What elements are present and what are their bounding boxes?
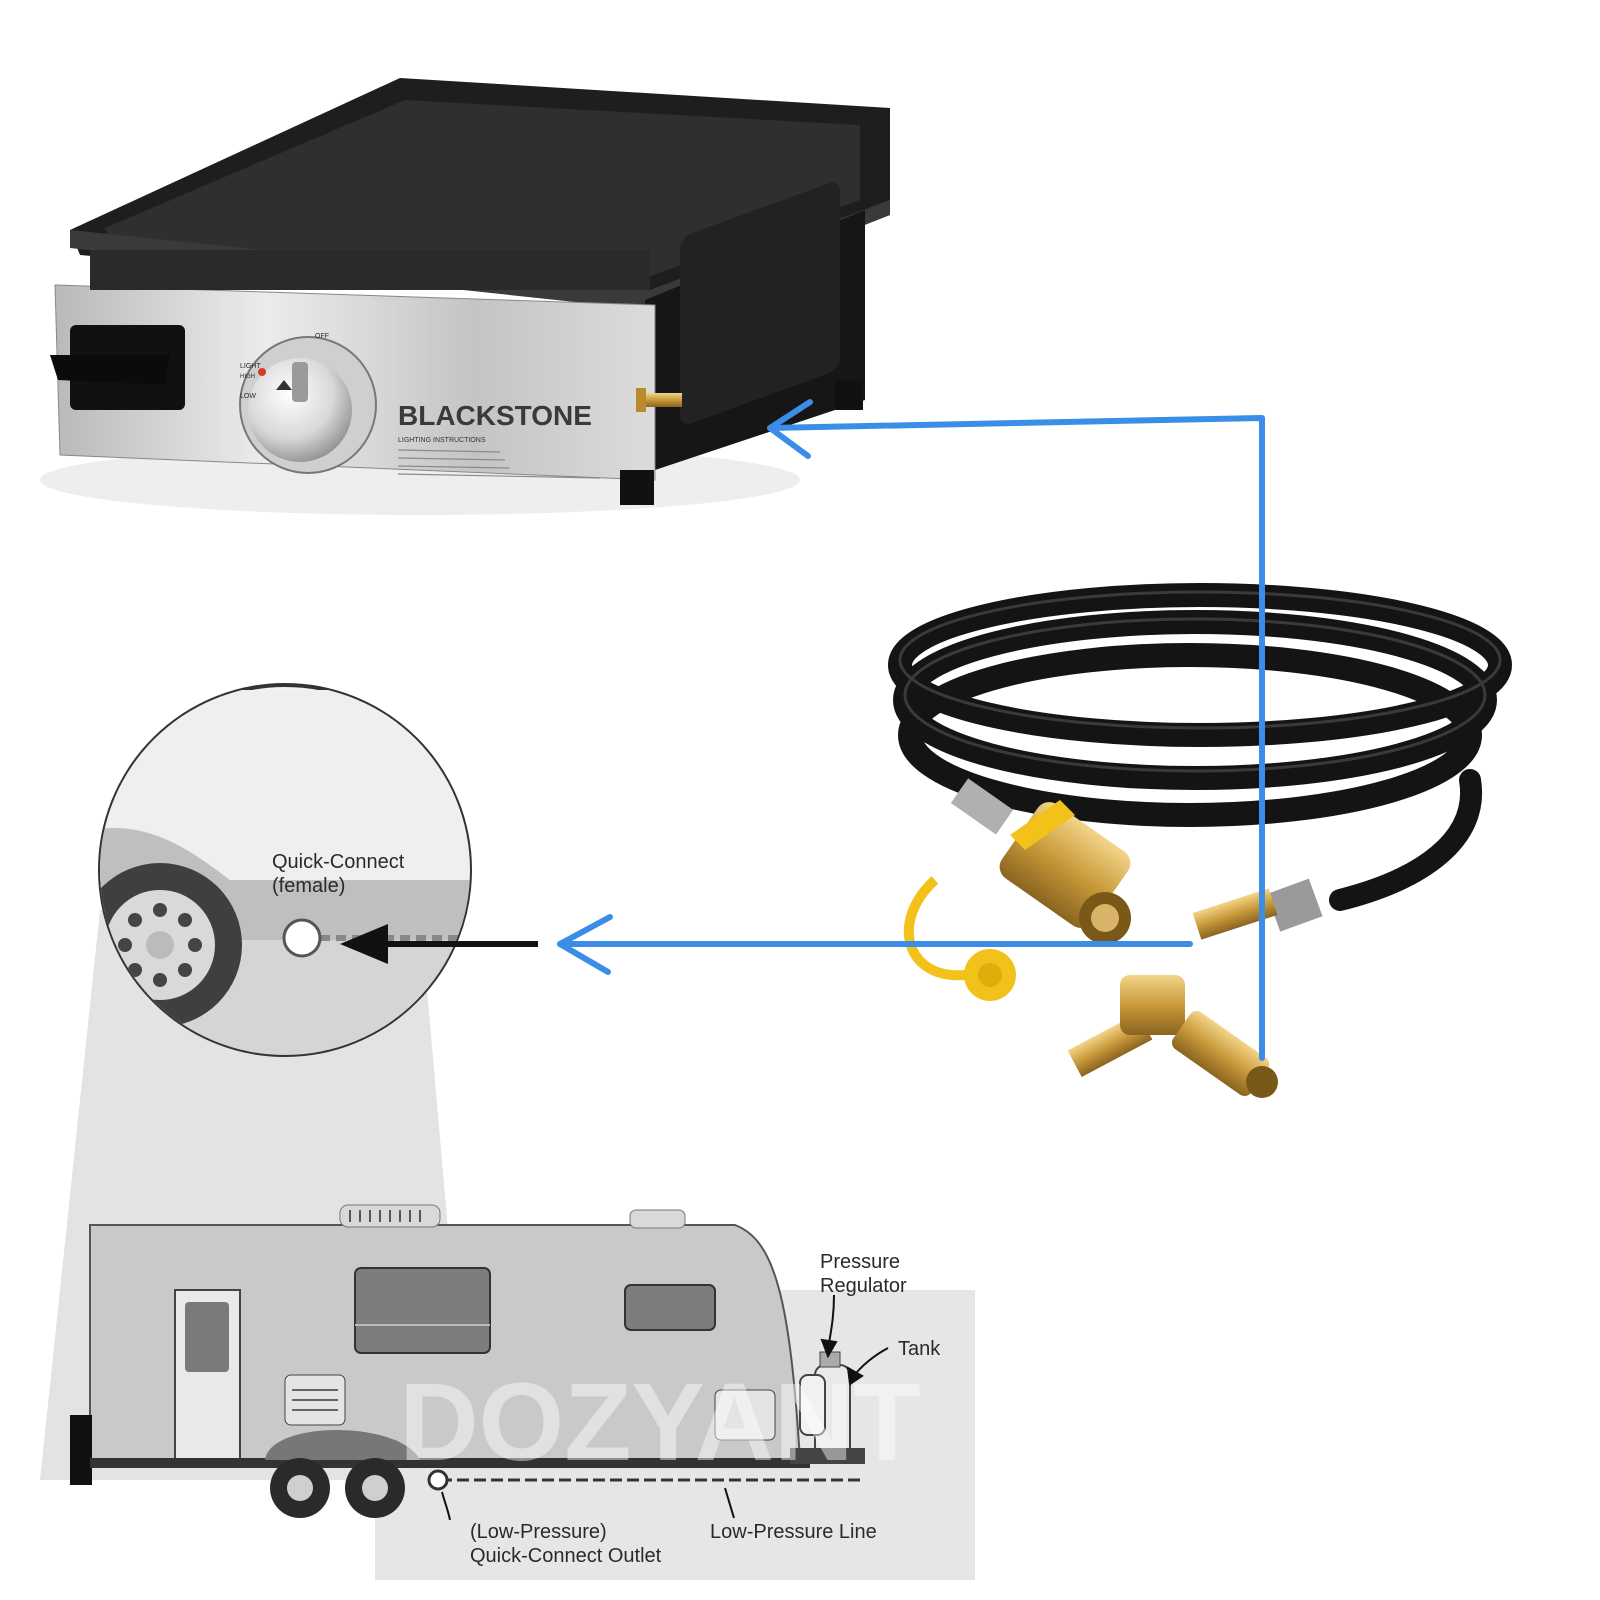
griddle-gas-inlet xyxy=(636,388,682,412)
rv-window-front xyxy=(354,1267,491,1354)
black-pointer-arrow xyxy=(340,924,538,964)
rv-wheels xyxy=(270,1458,405,1518)
knob-label-high: HIGH xyxy=(240,374,255,380)
pressure-regulator-label-2: Regulator xyxy=(820,1275,907,1297)
instruction-lines xyxy=(397,449,601,479)
knob-label-low: LOW xyxy=(240,393,256,400)
tank-label: Tank xyxy=(898,1338,941,1360)
knob-label-off: OFF xyxy=(315,333,329,340)
rv-window-rear xyxy=(624,1284,716,1331)
knob-label-light: LIGHT xyxy=(240,363,261,370)
female-quick-connect-port xyxy=(282,918,322,958)
male-quick-connect-plug xyxy=(1192,878,1323,940)
ignition-button[interactable] xyxy=(50,325,185,410)
quick-connect-label-female: (female) xyxy=(272,875,345,897)
lighting-instructions-heading: LIGHTING INSTRUCTIONS xyxy=(398,437,486,444)
connection-arrows xyxy=(557,399,1265,1061)
watermark: DOZYANT xyxy=(399,1361,921,1484)
outlet-label-2: Quick-Connect Outlet xyxy=(470,1545,662,1567)
low-pressure-line-label: Low-Pressure Line xyxy=(710,1521,877,1543)
elbow-adapter xyxy=(1067,975,1278,1098)
low-pressure-outlet xyxy=(427,1469,449,1491)
pressure-regulator-label: Pressure xyxy=(820,1251,900,1273)
blackstone-griddle: OFF LIGHT HIGH LOW BLACKSTONE LIGHTING I… xyxy=(40,78,890,515)
brand-logo: BLACKSTONE xyxy=(398,400,592,431)
outlet-label: (Low-Pressure) xyxy=(470,1521,607,1543)
rv-trailer: Pressure Regulator Tank (Low-Pressure) Q… xyxy=(70,1204,975,1580)
burner-knob[interactable] xyxy=(239,336,377,474)
yellow-dust-cap xyxy=(904,876,1016,1001)
quick-connect-label: Quick-Connect xyxy=(272,851,405,873)
propane-tank xyxy=(799,1351,851,1461)
female-quick-connect-socket xyxy=(950,778,1131,944)
propane-hose-kit xyxy=(888,583,1512,1098)
arrow-to-griddle xyxy=(767,415,1265,1061)
